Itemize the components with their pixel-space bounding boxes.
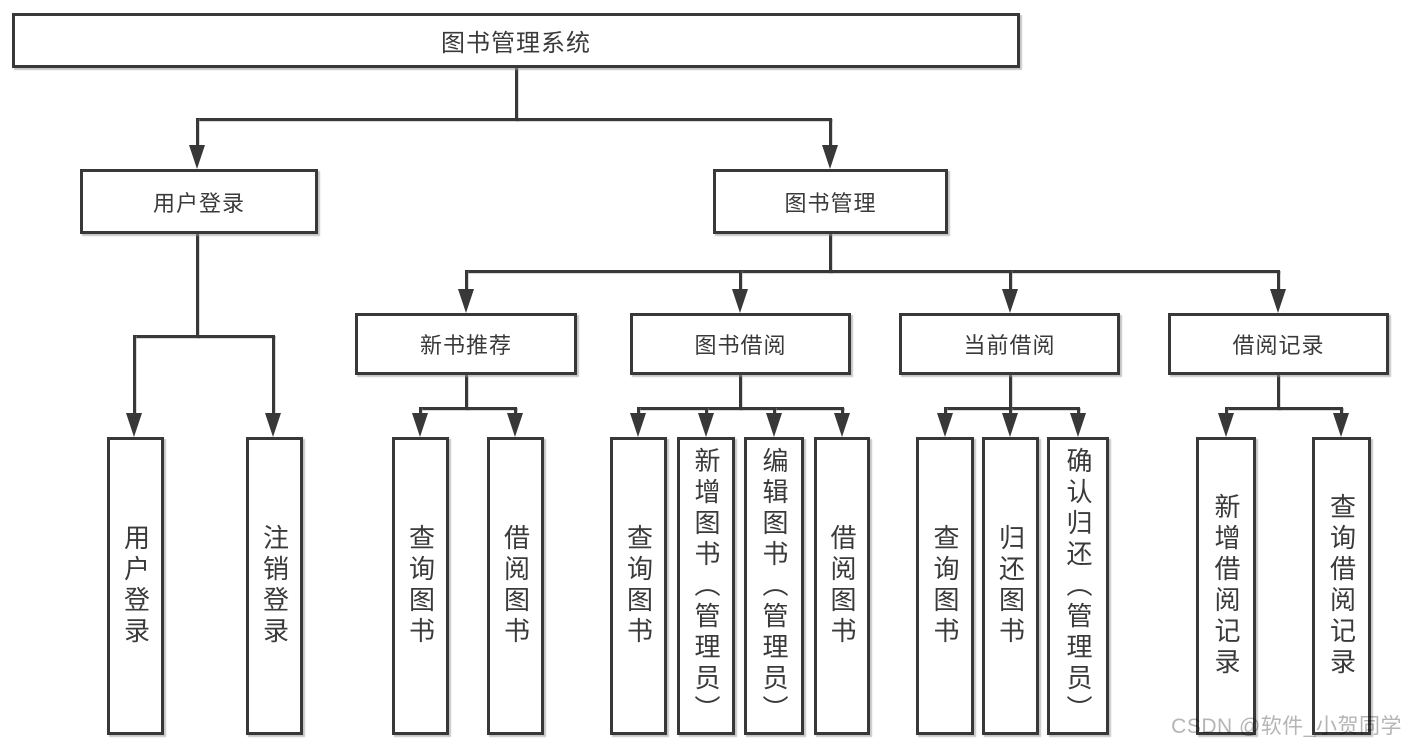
connector-book-mgmt-to-level3-branch [464,270,1280,273]
connector-book-mgmt-to-level3-drop-2 [1008,270,1012,291]
node-leaf-query-books-current: 查询图书 [916,437,974,735]
node-leaf-return-books: 归还图书 [982,437,1039,735]
connector-book-mgmt-to-level3-arrowhead-2 [1002,289,1018,313]
connector-borrowing-records-to-leaves-branch [1224,407,1343,410]
connector-user-login-to-leaves-arrowhead-1 [265,413,281,437]
connector-book-borrowing-to-leaves-drop-0 [636,407,640,415]
node-leaf-query-borrow-record: 查询借阅记录 [1312,437,1371,735]
connector-book-borrowing-to-leaves-drop-3 [840,407,844,415]
connector-new-book-to-leaves-arrowhead-1 [507,413,523,437]
connector-root-to-level2-arrowhead-1 [822,145,838,169]
node-leaf-logout: 注销登录 [246,437,303,735]
connector-current-borrowing-to-leaves-arrowhead-1 [1002,413,1018,437]
connector-user-login-to-leaves-drop-1 [271,335,275,415]
node-leaf-query-books-borrowing: 查询图书 [610,437,667,735]
connector-book-mgmt-to-level3-drop-3 [1276,270,1280,291]
connector-root-to-level2-branch [195,118,832,121]
node-leaf-borrow-books-borrowing: 借阅图书 [814,437,870,735]
node-book-management-module: 图书管理 [713,169,948,234]
connector-new-book-to-leaves-stem [464,375,468,410]
connector-current-borrowing-to-leaves-branch [943,407,1080,410]
connector-book-borrowing-to-leaves-arrowhead-3 [834,413,850,437]
connector-book-mgmt-to-level3-arrowhead-1 [732,289,748,313]
connector-book-borrowing-to-leaves-drop-2 [772,407,776,415]
connector-book-borrowing-to-leaves-arrowhead-1 [698,413,714,437]
connector-current-borrowing-to-leaves-stem [1008,375,1012,410]
node-leaf-add-books-admin: 新增图书（管理员） [677,437,735,735]
connector-book-borrowing-to-leaves-branch [636,407,844,410]
node-new-book-recommend: 新书推荐 [355,313,577,375]
connector-borrowing-records-to-leaves-stem [1276,375,1280,410]
connector-book-mgmt-to-level3-stem [828,234,832,273]
connector-book-mgmt-to-level3-arrowhead-0 [458,289,474,313]
connector-root-to-level2-arrowhead-0 [189,145,205,169]
connector-user-login-to-leaves-arrowhead-0 [126,413,142,437]
connector-root-to-level2-stem [514,68,518,121]
connector-current-borrowing-to-leaves-drop-0 [943,407,947,415]
connector-new-book-to-leaves-drop-0 [418,407,422,415]
connector-borrowing-records-to-leaves-arrowhead-0 [1218,413,1234,437]
connector-book-borrowing-to-leaves-drop-1 [704,407,708,415]
connector-borrowing-records-to-leaves-arrowhead-1 [1333,413,1349,437]
connector-book-mgmt-to-level3-drop-1 [738,270,742,291]
node-borrowing-records: 借阅记录 [1168,313,1389,375]
connector-new-book-to-leaves-branch [418,407,517,410]
node-leaf-confirm-return-admin: 确认归还（管理员） [1047,437,1109,735]
node-leaf-query-books-recommend: 查询图书 [392,437,449,735]
connector-user-login-to-leaves-stem [195,234,199,338]
connector-borrowing-records-to-leaves-drop-0 [1224,407,1228,415]
node-leaf-user-login: 用户登录 [107,437,164,735]
node-book-borrowing: 图书借阅 [630,313,851,375]
watermark: CSDN @软件_小贺同学 [1171,715,1402,738]
connector-root-to-level2-drop-0 [195,118,199,147]
connector-new-book-to-leaves-drop-1 [513,407,517,415]
node-current-borrowing: 当前借阅 [899,313,1120,375]
connector-book-mgmt-to-level3-drop-0 [464,270,468,291]
connector-root-to-level2-drop-1 [828,118,832,147]
connector-book-borrowing-to-leaves-stem [738,375,742,410]
node-leaf-edit-books-admin: 编辑图书（管理员） [744,437,804,735]
node-leaf-borrow-books-recommend: 借阅图书 [487,437,544,735]
connector-borrowing-records-to-leaves-drop-1 [1339,407,1343,415]
connector-user-login-to-leaves-drop-0 [132,335,136,415]
connector-book-borrowing-to-leaves-arrowhead-2 [766,413,782,437]
connector-book-mgmt-to-level3-arrowhead-3 [1270,289,1286,313]
node-system-root: 图书管理系统 [12,13,1020,68]
connector-book-borrowing-to-leaves-arrowhead-0 [630,413,646,437]
node-user-login-module: 用户登录 [80,169,318,234]
connector-new-book-to-leaves-arrowhead-0 [412,413,428,437]
node-leaf-add-borrow-record: 新增借阅记录 [1196,437,1256,735]
connector-current-borrowing-to-leaves-drop-2 [1076,407,1080,415]
connector-current-borrowing-to-leaves-drop-1 [1008,407,1012,415]
connector-current-borrowing-to-leaves-arrowhead-2 [1070,413,1086,437]
connector-user-login-to-leaves-branch [132,335,275,338]
connector-current-borrowing-to-leaves-arrowhead-0 [937,413,953,437]
